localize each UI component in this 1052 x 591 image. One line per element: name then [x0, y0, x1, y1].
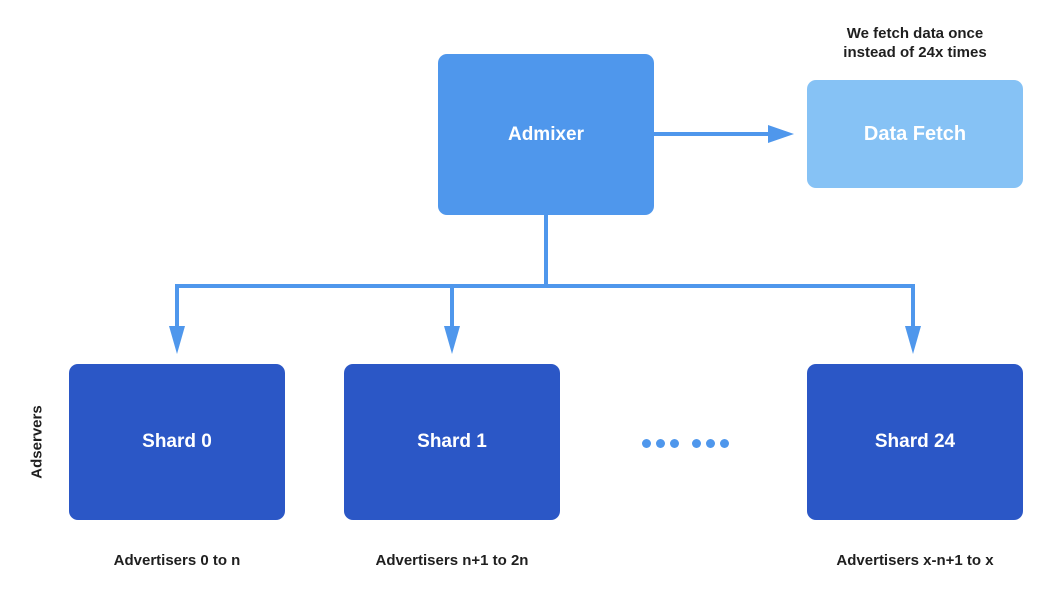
arrowhead-shard-1	[444, 326, 460, 354]
ellipsis-dots-icon	[640, 428, 730, 458]
data-fetch-note-line-2: instead of 24x times	[843, 44, 987, 61]
admixer-label: Admixer	[507, 123, 585, 145]
data-fetch-note-line-1: We fetch data once	[846, 25, 984, 42]
shard-1-caption: Advertisers n+1 to 2n	[375, 552, 529, 569]
adservers-group-label: Adservers	[28, 405, 46, 479]
shard-0-label: Shard 0	[142, 431, 212, 452]
data-fetch-node: Data Fetch	[807, 80, 1023, 188]
shard-1-label: Shard 1	[417, 431, 487, 452]
admixer-node: Admixer	[438, 54, 654, 215]
shard-24-node: Shard 24	[807, 364, 1023, 520]
shard-0-caption: Advertisers 0 to n	[113, 552, 241, 569]
shard-0-node: Shard 0	[69, 364, 285, 520]
data-fetch-note: We fetch data once instead of 24x times	[808, 24, 1022, 62]
arrowhead-datafetch	[768, 125, 794, 143]
data-fetch-label: Data Fetch	[863, 122, 967, 145]
shard-24-caption: Advertisers x-n+1 to x	[836, 552, 994, 569]
arrowhead-shard-0	[169, 326, 185, 354]
shard-24-label: Shard 24	[874, 431, 956, 452]
arrowhead-shard-24	[905, 326, 921, 354]
shard-1-node: Shard 1	[344, 364, 560, 520]
